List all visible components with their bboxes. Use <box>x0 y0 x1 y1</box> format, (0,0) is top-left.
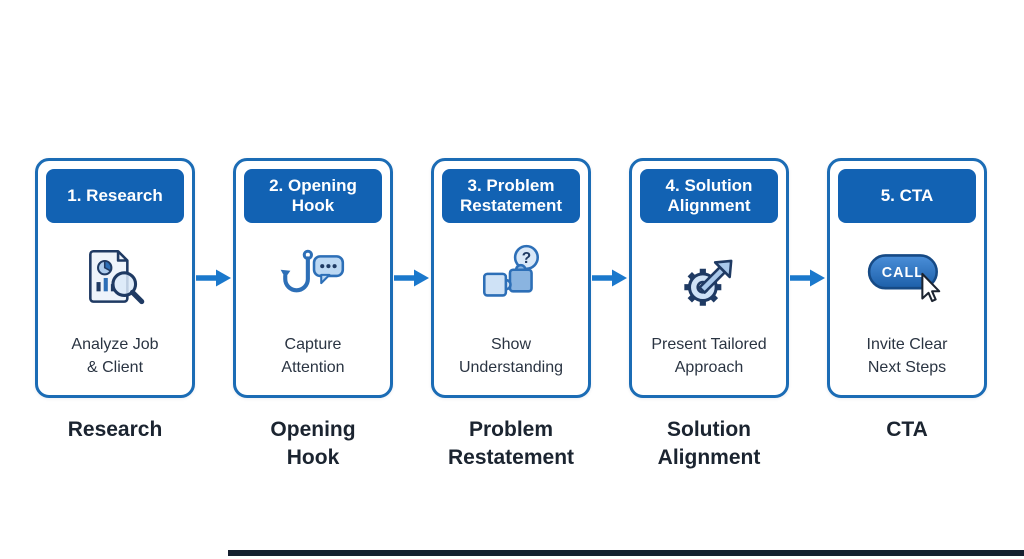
puzzle-question-icon: ? <box>434 223 588 334</box>
step-badge: 2. Opening Hook <box>244 169 382 223</box>
flow-arrow-icon <box>196 265 232 291</box>
step-card-research: 1. Research Analyze Job & Client <box>35 158 195 398</box>
step-label-research: Research <box>67 418 163 441</box>
step-labels-row: Research Opening Hook Problem Restatemen… <box>35 416 987 473</box>
step-description: Capture Attention <box>281 336 345 376</box>
flow-arrow-icon <box>592 265 628 291</box>
step-description: Present Tailored Approach <box>651 336 767 376</box>
call-button-text: CALL <box>882 265 924 281</box>
step-card-problem-restatement: 3. Problem Restatement ? Show Understand… <box>431 158 591 398</box>
step-label-opening-hook: Opening Hook <box>270 418 356 470</box>
step-description: Show Understanding <box>458 336 564 376</box>
flow-arrow-icon <box>790 265 826 291</box>
step-badge: 1. Research <box>46 169 184 223</box>
bottom-divider-bar <box>228 550 1024 556</box>
process-flow: 1. Research Analyze Job & Client 2. Open… <box>35 158 987 398</box>
step-card-cta: 5. CTA CALL Invite Clear Next Steps <box>827 158 987 398</box>
flow-arrow-icon <box>394 265 430 291</box>
hook-speech-bubble-icon <box>236 223 390 334</box>
step-label-cta: CTA <box>886 418 928 441</box>
call-button-cursor-icon: CALL <box>830 223 984 334</box>
step-label-problem-restatement: Problem Restatement <box>447 418 575 470</box>
step-badge: 5. CTA <box>838 169 976 223</box>
document-magnifier-icon <box>38 223 192 334</box>
step-description: Analyze Job & Client <box>71 336 159 376</box>
step-description: Invite Clear Next Steps <box>866 336 948 376</box>
step-badge: 4. Solution Alignment <box>640 169 778 223</box>
step-card-opening-hook: 2. Opening Hook Capture Attention <box>233 158 393 398</box>
question-mark-text: ? <box>522 250 531 267</box>
gear-growth-arrow-icon <box>632 223 786 334</box>
step-badge: 3. Problem Restatement <box>442 169 580 223</box>
step-card-solution-alignment: 4. Solution Alignment Present Tailored A… <box>629 158 789 398</box>
step-label-solution-alignment: Solution Alignment <box>657 418 761 470</box>
